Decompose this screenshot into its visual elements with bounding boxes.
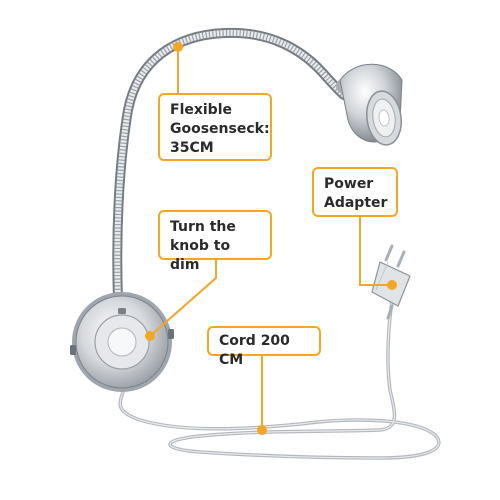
cord-cable — [118, 298, 441, 460]
callout-dot-cord — [257, 425, 267, 435]
gooseneck-callout: Flexible Goosenseck: 35CM — [158, 93, 272, 161]
knob-slot — [118, 308, 126, 314]
callout-dot-plug — [387, 280, 397, 290]
dimmer-base — [70, 292, 174, 392]
gooseneck-arm — [112, 27, 349, 305]
cord-length-callout: Cord 200 CM — [207, 326, 321, 368]
callout-dot-gooseneck — [173, 42, 183, 52]
callout-connectors — [145, 42, 397, 435]
dimmer-knob-callout: Turn the knob to dim — [158, 210, 272, 273]
callout-dot-knob — [145, 331, 155, 341]
power-adapter-callout: Power Adapter — [312, 167, 398, 217]
lamp-head — [336, 63, 403, 146]
